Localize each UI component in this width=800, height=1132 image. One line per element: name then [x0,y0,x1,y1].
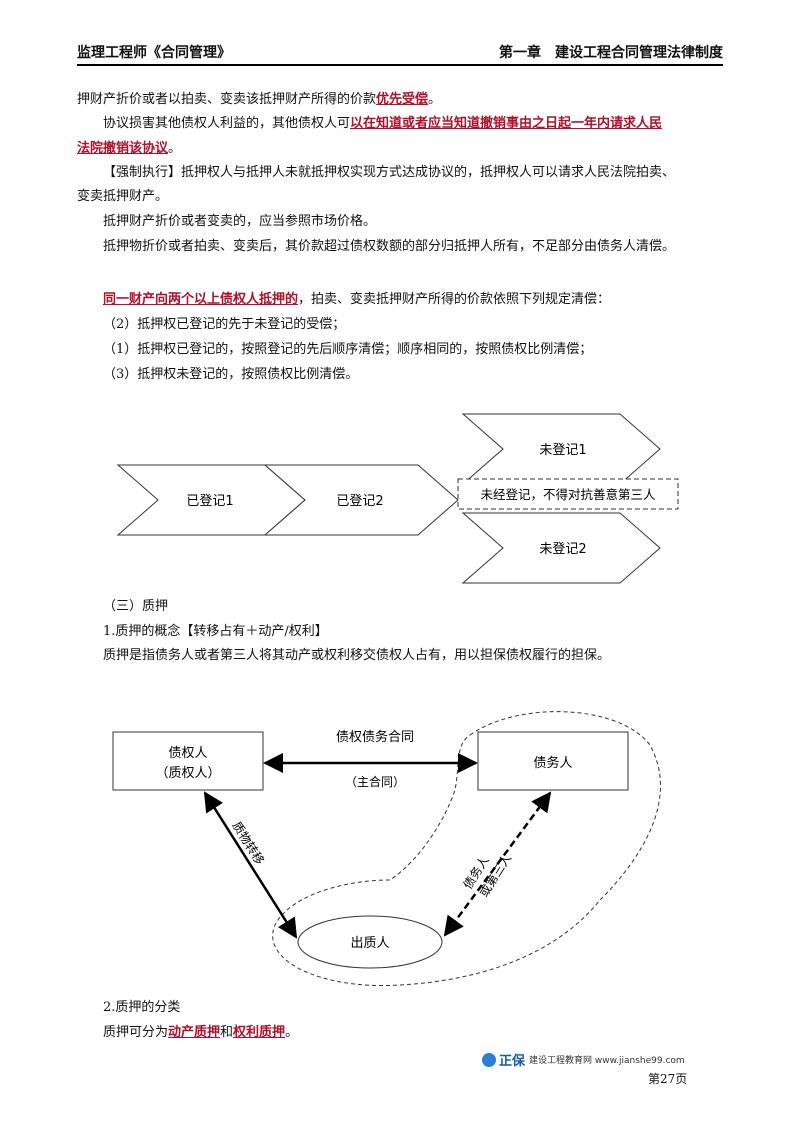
footer-logo: 正保建设工程教育网 www.jianshe99.com [482,1050,685,1069]
text: 押财产折价或者以拍卖、变卖该抵押财产所得的价款 [77,92,377,107]
paragraph-1: 押财产折价或者以拍卖、变卖该抵押财产所得的价款优先受偿。 [77,90,441,110]
paragraph-3: 【强制执行】抵押权人与抵押人未就抵押权实现方式达成协议的，抵押权人可以请求人民法… [103,165,676,180]
transfer-arrow [203,791,298,939]
list-item: （1）抵押权已登记的，按照登记的先后顺序清偿；顺序相同的，按照债权比例清偿； [103,342,593,357]
chevron-unregistered-2 [461,512,661,584]
debtor-label: 债务人 [533,755,572,771]
text: 和 [220,1025,234,1040]
paragraph-4: 抵押财产折价或者变卖的，应当参照市场价格。 [103,214,377,229]
text: 协议损害其他债权人利益的，其他债权人可 [103,116,351,131]
highlight: 法院撤销该协议 [77,141,169,156]
text: ，拍卖、变卖抵押财产所得的价款依照下列规定清偿： [298,292,611,307]
subsection-heading: 2.质押的分类 [103,1000,181,1015]
paragraph-5: 抵押物折价或者拍卖、变卖后，其价款超过债权数额的部分归抵押人所有，不足部分由债务… [103,239,676,254]
header-book-title: 监理工程师《合同管理》 [77,45,231,61]
paragraph-2: 协议损害其他债权人利益的，其他债权人可以在知道或者应当知道撤销事由之日起一年内请… [103,114,662,134]
text: 。 [168,141,182,156]
logo-brand: 正保 [499,1054,526,1069]
highlight: 以在知道或者应当知道撤销事由之日起一年内请求人民 [350,116,663,131]
note-box [457,478,679,510]
debtor-third-arrow [443,791,552,937]
chevron-registered-2 [263,464,459,536]
chevron-label: 已登记2 [336,494,383,509]
creditor-label: （质权人） [155,765,220,781]
paragraph-3-cont: 变卖抵押财产。 [77,189,169,204]
highlight: 优先受偿 [376,92,429,107]
page-number: 第27页 [648,1072,688,1086]
text: 。 [285,1025,299,1040]
note-text: 未经登记，不得对抗善意第三人 [480,487,656,502]
highlight: 同一财产向两个以上债权人抵押的 [103,292,299,307]
chevron-label: 已登记1 [186,494,233,509]
paragraph-6: 同一财产向两个以上债权人抵押的，拍卖、变卖抵押财产所得的价款依照下列规定清偿： [103,290,610,310]
highlight: 权利质押 [233,1025,286,1040]
header-chapter-title: 第一章 建设工程合同管理法律制度 [499,45,723,61]
highlight: 动产质押 [168,1025,221,1040]
page-header: 监理工程师《合同管理》 第一章 建设工程合同管理法律制度 [77,38,723,66]
text: 。 [428,92,442,107]
pledgor-label: 出质人 [350,936,389,951]
contract-label: （主合同） [345,774,405,789]
creditor-label: 债权人 [168,745,207,761]
chevron-label: 未登记2 [539,542,586,557]
paragraph: 质押可分为动产质押和权利质押。 [103,1023,298,1043]
pledgor-ellipse [297,915,443,969]
paragraph: 质押是指债务人或者第三人将其动产或权利移交债权人占有，用以担保债权履行的担保。 [103,648,611,663]
paragraph-2-cont: 法院撤销该协议。 [77,139,181,159]
logo-icon [482,1052,496,1067]
subsection-heading: 1.质押的概念【转移占有＋动产/权利】 [103,624,328,639]
logo-site: 建设工程教育网 www.jianshe99.com [529,1056,685,1066]
section-heading: （三）质押 [103,599,169,614]
list-item: （2）抵押权已登记的先于未登记的受偿； [103,317,346,332]
list-item: （3）抵押权未登记的，按照债权比例清偿。 [103,367,359,382]
debtor-box [477,731,629,791]
contract-label: 债权债务合同 [336,729,414,745]
priority-diagram: 已登记1 已登记2 未登记1 未登记2 未经登记，不得对抗善意第三人 [116,413,679,584]
chevron-label: 未登记1 [539,443,586,458]
creditor-box [112,731,264,791]
pledge-diagram: 债权人 （质权人） 债务人 出质人 债权债务合同 （主合同） 质物转移 债务人 … [112,711,661,987]
text: 质押可分为 [103,1025,169,1040]
